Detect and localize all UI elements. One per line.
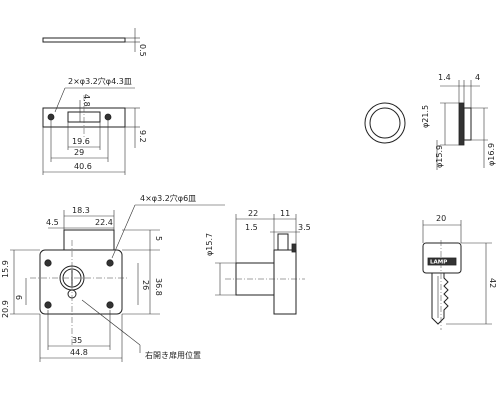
dim-key-h: 42 bbox=[488, 278, 497, 288]
lock-body-side-view: 22 11 1.5 3.5 φ15.7 bbox=[205, 209, 311, 315]
dim-body-h3: 9 bbox=[15, 295, 24, 300]
dim-plate-slot-w: 19.6 bbox=[72, 137, 90, 146]
dim-plate-slot-h: 4.8 bbox=[82, 94, 91, 107]
dim-body-h5: 36.8 bbox=[154, 278, 163, 296]
dim-body-pitch: 35 bbox=[72, 336, 82, 345]
dim-side-w3: 1.5 bbox=[245, 223, 258, 232]
dim-body-h4: 26 bbox=[141, 280, 150, 290]
key-brand: LAMP bbox=[430, 260, 447, 266]
dim-plate-thickness: 0.5 bbox=[138, 44, 147, 57]
dim-body-w1: 18.3 bbox=[72, 206, 90, 215]
dim-body-w2: 22.4 bbox=[95, 218, 113, 227]
dim-side-w4: 3.5 bbox=[298, 223, 311, 232]
strike-plate-front-view: 2×φ3.2穴φ4.3皿 4.8 9.2 19.6 29 40.6 bbox=[42, 76, 147, 175]
dim-ring-thk2: 4 bbox=[475, 73, 480, 82]
dim-plate-hole-pitch: 29 bbox=[74, 148, 84, 157]
lock-body-front-view: 4×φ3.2穴φ6皿 18.3 4.5 22.4 5 36.8 26 15.9 … bbox=[1, 193, 225, 362]
dim-side-w2: 11 bbox=[280, 209, 290, 218]
dim-body-w: 44.8 bbox=[70, 348, 88, 357]
dim-side-dia: φ15.7 bbox=[205, 233, 214, 256]
dim-plate-w: 40.6 bbox=[74, 162, 92, 171]
dim-plate-h: 9.2 bbox=[138, 130, 147, 143]
dim-ring-od: φ21.5 bbox=[421, 105, 430, 128]
dim-ring-id: φ15.9 bbox=[435, 145, 444, 168]
dim-body-h1: 15.9 bbox=[1, 260, 10, 278]
ring-front-view bbox=[364, 102, 406, 144]
ring-side-view: 1.4 4 φ21.5 φ15.9 φ16.9 bbox=[421, 73, 496, 170]
dim-side-w1: 22 bbox=[248, 209, 258, 218]
label-door-note: 右開き扉用位置 bbox=[145, 350, 201, 360]
dim-key-w: 20 bbox=[436, 214, 446, 223]
strike-plate-edge-view: 0.5 bbox=[42, 28, 147, 57]
dim-body-w3: 4.5 bbox=[46, 218, 59, 227]
key-view: LAMP 20 42 bbox=[422, 214, 497, 330]
dim-body-h2: 20.9 bbox=[1, 300, 10, 318]
label-plate-holes: 2×φ3.2穴φ4.3皿 bbox=[68, 76, 132, 86]
label-body-holes: 4×φ3.2穴φ6皿 bbox=[140, 193, 196, 203]
dim-ring-id2: φ16.9 bbox=[487, 143, 496, 166]
dim-ring-thk1: 1.4 bbox=[438, 73, 451, 82]
dim-body-h6: 5 bbox=[154, 236, 163, 241]
